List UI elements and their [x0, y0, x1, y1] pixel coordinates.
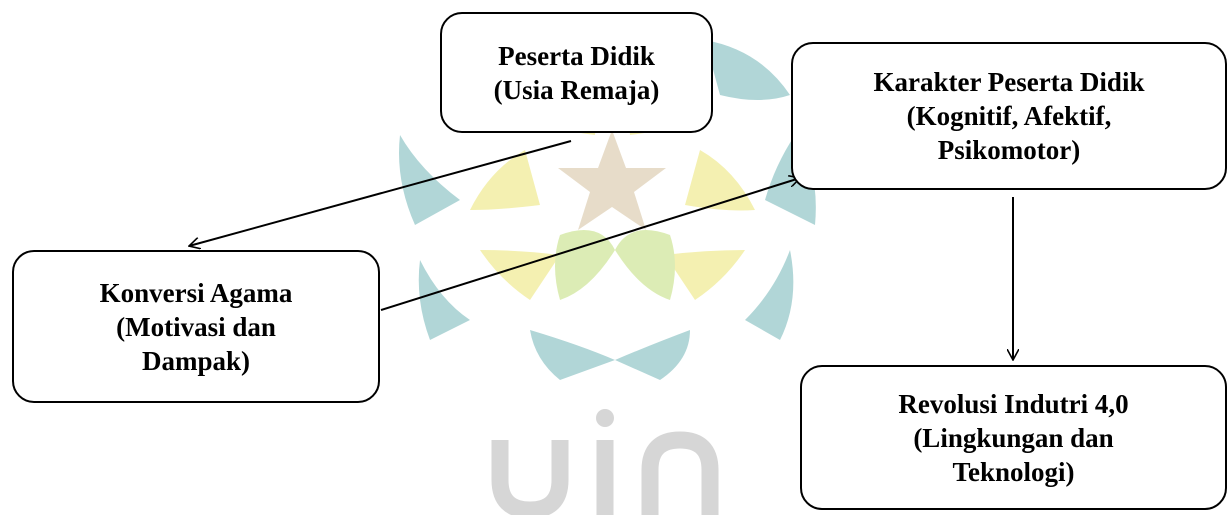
arrow-konversi-to-karakter [380, 178, 800, 311]
node-karakter-peserta-didik: Karakter Peserta Didik (Kognitif, Afekti… [791, 42, 1227, 190]
node-title: Karakter Peserta Didik [873, 67, 1145, 97]
watermark-petal [470, 150, 540, 210]
node-konversi-agama: Konversi Agama (Motivasi dan Dampak) [12, 250, 380, 403]
watermark-petal [745, 250, 794, 340]
node-peserta-didik: Peserta Didik (Usia Remaja) [440, 12, 713, 133]
watermark-petal [530, 330, 615, 380]
node-revolusi-industri: Revolusi Indutri 4,0 (Lingkungan dan Tek… [800, 365, 1227, 510]
node-subtitle: (Motivasi dan [116, 311, 276, 342]
watermark-petal [480, 250, 560, 300]
node-subtitle: Dampak) [141, 345, 250, 376]
watermark-petal [685, 150, 755, 211]
watermark-dot [596, 409, 614, 427]
node-subtitle: (Kognitif, Afektif, [906, 101, 1112, 131]
watermark-petal [665, 250, 745, 300]
node-subtitle: (Lingkungan dan [913, 422, 1114, 453]
watermark-star [558, 130, 666, 230]
node-title: Revolusi Indutri 4,0 [898, 388, 1129, 419]
node-subtitle: Psikomotor) [937, 135, 1081, 165]
watermark-letter-u [491, 440, 569, 515]
node-title: Konversi Agama [99, 277, 293, 308]
node-subtitle: Teknologi) [952, 456, 1075, 487]
watermark-letter-n [641, 431, 719, 515]
watermark-petal [705, 40, 790, 100]
node-title: Peserta Didik [498, 40, 655, 71]
watermark-petal [418, 260, 470, 340]
node-subtitle: (Usia Remaja) [493, 74, 660, 105]
watermark-petal [615, 230, 675, 300]
arrow-peserta-to-konversi [189, 140, 572, 246]
watermark-petal [615, 330, 690, 380]
watermark-petal [555, 230, 615, 300]
